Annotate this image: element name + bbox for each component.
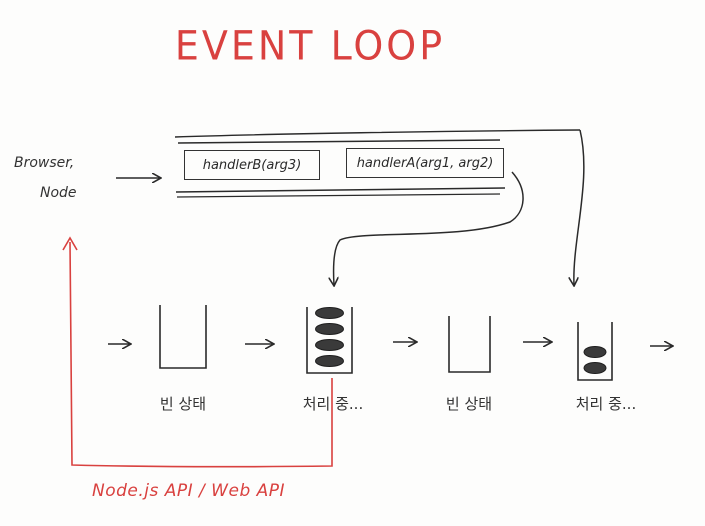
queue-top-rail xyxy=(177,139,501,144)
diagram-title: EVENT LOOP xyxy=(174,22,446,70)
pending-task-pill xyxy=(315,355,344,367)
queue-bottom-rail xyxy=(175,187,506,193)
state-label-4: 처리 중... xyxy=(575,395,637,413)
state-label-3: 빈 상태 xyxy=(445,395,493,413)
runtime-environment-label: Browser, Node xyxy=(14,148,124,208)
handlerA-dispatch-arrow xyxy=(334,171,524,285)
queue-bottom-rail-long xyxy=(176,193,501,198)
state-container-3 xyxy=(448,316,491,373)
queue-item-handlerA: handlerA(arg1, arg2) xyxy=(346,148,504,178)
pending-task-pill xyxy=(583,362,607,374)
state-container-1 xyxy=(159,305,207,369)
state-label-1: 빈 상태 xyxy=(159,395,207,413)
handlerB-dispatch-arrow xyxy=(574,129,585,285)
queue-top-rail-long xyxy=(174,129,581,138)
state-container-2 xyxy=(306,307,353,374)
state-label-2: 처리 중... xyxy=(302,395,364,413)
pending-task-pill xyxy=(315,323,344,335)
api-callback-loop xyxy=(69,241,333,468)
queue-item-handlerB: handlerB(arg3) xyxy=(184,150,320,180)
pending-task-pill xyxy=(583,346,607,358)
pending-task-pill xyxy=(315,339,344,351)
pending-tasks xyxy=(315,307,607,374)
environment-line-2: Node xyxy=(40,185,77,201)
environment-line-1: Browser, xyxy=(14,155,75,171)
api-label: Node.js API / Web API xyxy=(92,481,286,501)
state-container-4 xyxy=(577,322,613,381)
pending-task-pill xyxy=(315,307,344,319)
api-callback-arrowhead xyxy=(62,236,78,251)
